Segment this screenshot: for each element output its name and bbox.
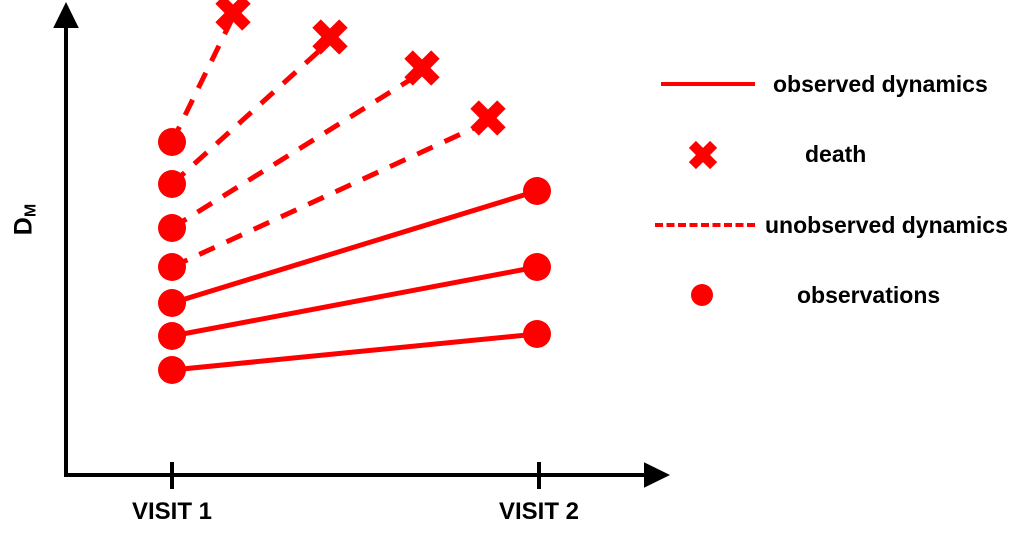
trajectory-line-1 <box>169 15 236 144</box>
observation-marker <box>158 356 186 384</box>
legend-label-unobserved-dynamics: unobserved dynamics <box>765 211 1008 238</box>
unobserved-trajectories <box>169 15 489 270</box>
observation-marker <box>158 253 186 281</box>
observation-marker <box>158 170 186 198</box>
circle-marker-icon <box>691 284 713 306</box>
legend-label-observations: observations <box>797 281 941 308</box>
x-axis-ticks <box>170 462 541 489</box>
trajectory-line-5 <box>169 188 540 306</box>
observation-marker <box>158 128 186 156</box>
observed-trajectories <box>169 188 540 373</box>
legend-item-observations: observations <box>655 275 940 315</box>
x-tick-label-visit-1: VISIT 1 <box>131 498 213 525</box>
solid-line-icon <box>661 82 755 86</box>
legend-key-death <box>655 134 765 174</box>
death-markers <box>215 0 506 136</box>
y-axis-label: DM <box>9 190 40 250</box>
observation-marker <box>158 322 186 350</box>
trajectory-line-3 <box>170 70 423 231</box>
legend-item-death: death <box>655 134 866 174</box>
observation-markers <box>158 128 551 384</box>
y-axis-label-main: D <box>9 217 38 236</box>
observation-marker <box>523 177 551 205</box>
observation-marker <box>523 320 551 348</box>
axis-lines <box>53 2 670 488</box>
trajectory-line-7 <box>169 331 540 373</box>
death-marker <box>470 100 506 136</box>
legend-item-unobserved-dynamics: unobserved dynamics <box>655 205 1008 245</box>
legend-label-death: death <box>805 140 867 167</box>
legend-item-observed-dynamics: observed dynamics <box>655 64 988 104</box>
trajectory-line-2 <box>170 40 331 186</box>
death-marker <box>312 19 348 55</box>
legend-label-observed-dynamics: observed dynamics <box>773 70 988 97</box>
death-marker <box>215 0 251 31</box>
observation-marker <box>158 289 186 317</box>
observation-marker <box>523 253 551 281</box>
dashed-line-icon <box>655 223 755 227</box>
legend-key-unobserved-dynamics <box>655 205 765 245</box>
legend-key-observed-dynamics <box>655 64 765 104</box>
x-tick-label-visit-2: VISIT 2 <box>498 498 580 525</box>
death-marker <box>404 50 440 86</box>
trajectory-line-6 <box>169 264 540 339</box>
y-axis-label-subscript: M <box>22 203 40 218</box>
cross-marker-icon <box>688 140 718 170</box>
legend-key-observations <box>655 275 765 315</box>
observation-marker <box>158 214 186 242</box>
